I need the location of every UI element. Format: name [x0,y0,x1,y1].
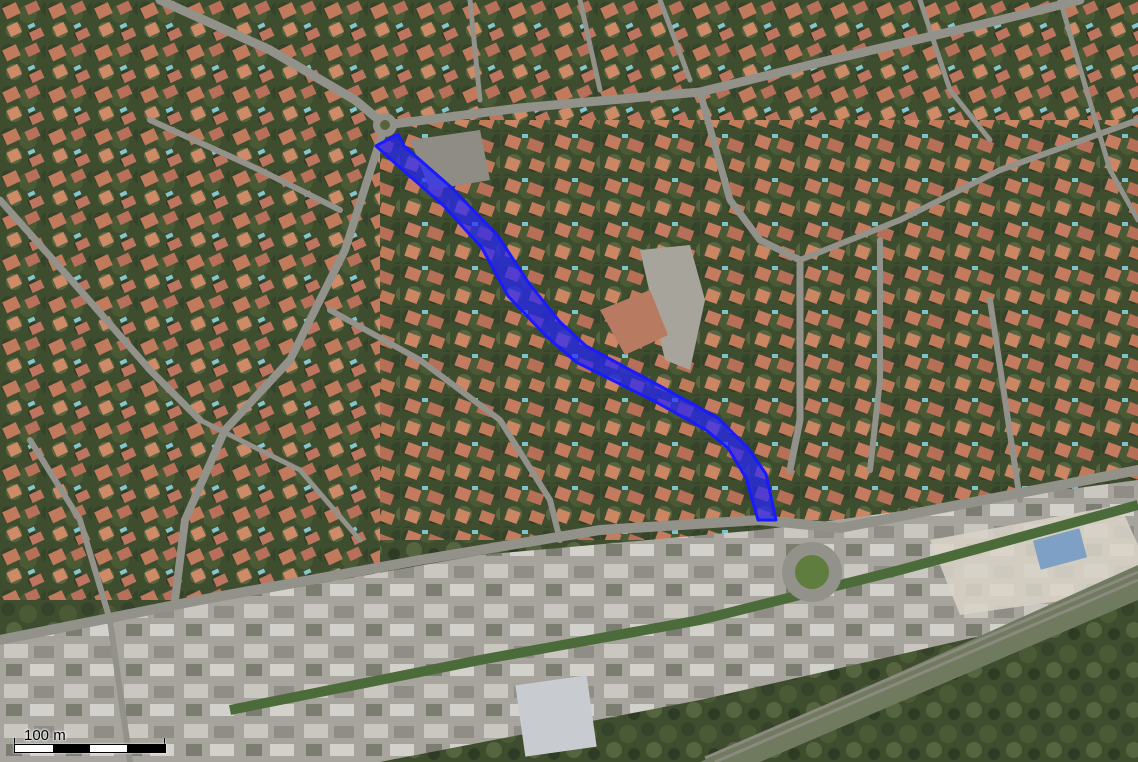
rail-track [704,570,1138,760]
road [0,465,1138,645]
road [380,0,1085,130]
road [657,0,693,83]
road [696,88,804,474]
road [1057,0,1138,223]
road [797,117,1138,263]
road [917,0,993,143]
tree-lined-avenue [229,500,1138,715]
road [0,196,204,424]
scale-tick [164,738,165,744]
road [467,0,483,103]
highlighted-street[interactable] [374,132,778,522]
building-roof [600,290,668,355]
road [147,117,343,213]
road [987,297,1023,503]
road [577,0,603,93]
road [155,0,390,130]
parking-lot [640,245,705,370]
road [27,437,133,762]
road [171,121,389,604]
scale-tick [14,738,15,744]
roundabout-north-island [380,120,390,130]
road [867,237,883,473]
construction-area [930,505,1138,615]
rail-track [714,578,1138,762]
scale-bar: 100 m [14,726,166,756]
scale-segment [127,745,165,752]
roundabout-south-island [795,555,829,589]
scale-bar-label: 100 m [24,727,66,744]
road [327,307,563,543]
blue-roof-building [1032,528,1088,570]
large-building-roof [515,675,597,757]
urban-district-south [0,480,1138,762]
scale-ruler [14,744,166,753]
road [197,417,363,543]
scale-segment [53,745,90,752]
residential-area-east [800,120,1138,520]
